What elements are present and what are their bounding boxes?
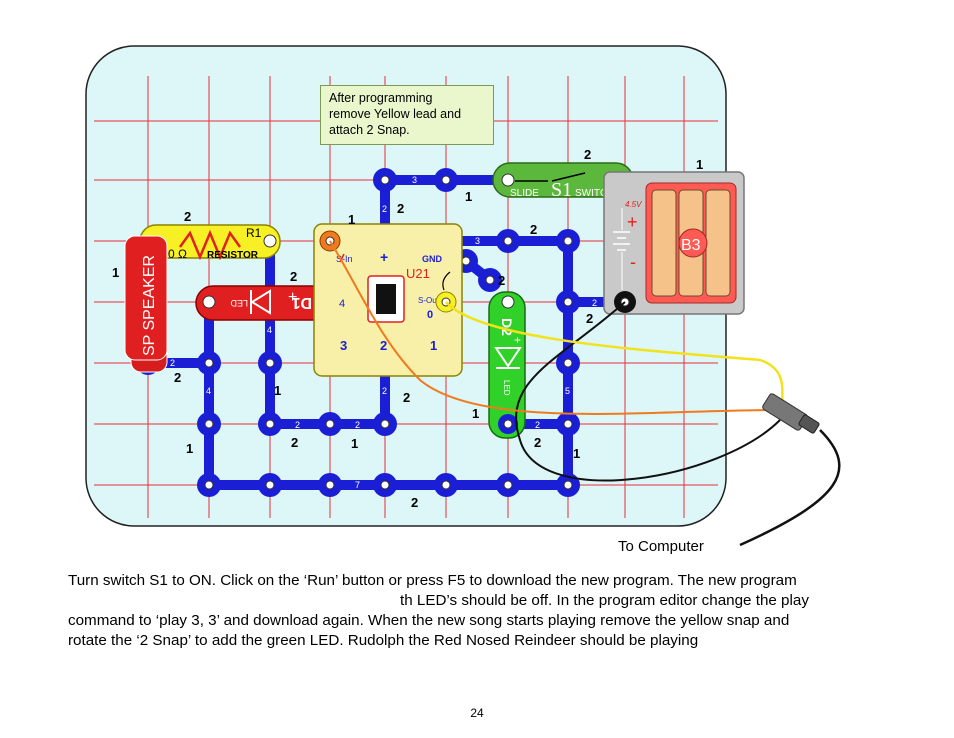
note-line-2: remove Yellow lead and: [329, 107, 462, 121]
ic-pin4-label: 4: [339, 298, 345, 310]
note-line-3: attach 2 Snap.: [329, 123, 410, 137]
svg-text:1: 1: [186, 441, 193, 456]
ic-pin1-label: 1: [430, 338, 437, 353]
svg-text:2: 2: [403, 390, 410, 405]
svg-text:2: 2: [586, 311, 593, 326]
led1-id-label: D1: [291, 294, 312, 311]
svg-text:1: 1: [351, 436, 358, 451]
battery-id-label: B3: [681, 237, 701, 254]
svg-text:2: 2: [355, 420, 360, 430]
ic-pin2-label: 2: [380, 338, 387, 353]
programming-note-box: After programming remove Yellow lead and…: [320, 85, 494, 145]
svg-text:2: 2: [170, 358, 175, 368]
svg-text:2: 2: [290, 269, 297, 284]
note-line-1: After programming: [329, 91, 433, 105]
resistor-text-label: RESISTOR: [207, 250, 259, 261]
led2-text-label: LED: [502, 380, 511, 396]
svg-text:2: 2: [530, 222, 537, 237]
svg-text:2: 2: [382, 386, 387, 396]
ic-s-out-label: S-Out: [418, 296, 440, 305]
svg-text:4: 4: [267, 325, 272, 335]
svg-text:5: 5: [565, 386, 570, 396]
switch-label-left: SLIDE: [510, 188, 539, 199]
svg-text:1: 1: [472, 406, 479, 421]
svg-text:7: 7: [355, 480, 360, 490]
black-lead-wire: [515, 301, 781, 482]
switch-id-label: S1: [551, 179, 572, 201]
speaker-sp: SP SPEAKER: [124, 235, 168, 373]
svg-text:2: 2: [174, 370, 181, 385]
svg-text:2: 2: [291, 435, 298, 450]
svg-text:2: 2: [295, 420, 300, 430]
led1-plus-sign: +: [288, 289, 297, 306]
led2-plus-sign: +: [514, 333, 521, 347]
battery-holder-b3: B3 4.5V + -: [603, 171, 745, 315]
svg-text:2: 2: [397, 201, 404, 216]
ic-gnd-label: GND: [422, 254, 443, 264]
led-d2: D2 LED +: [488, 291, 526, 439]
instructions-line-3: command to ‘play 3, 3’ and download agai…: [68, 612, 790, 629]
resistor-value-label: 0 Ω: [168, 247, 187, 261]
ic-module-u21: U21 S-In GND S-Out 0 3 2 1 4 +: [313, 223, 463, 377]
lead-wires: [329, 240, 841, 547]
computer-connector-plug: [762, 393, 820, 434]
svg-text:1: 1: [112, 265, 119, 280]
battery-voltage-label: 4.5V: [625, 200, 642, 209]
to-computer-cable: [739, 429, 841, 547]
svg-text:4: 4: [206, 386, 211, 396]
svg-text:2: 2: [498, 273, 505, 288]
led1-text-label: LED: [230, 298, 248, 308]
ic-plus-sign: +: [380, 249, 388, 265]
svg-text:2: 2: [184, 209, 191, 224]
ic-s-in-label: S-In: [336, 254, 353, 264]
battery-minus-sign: -: [630, 252, 636, 272]
resistor-id-label: R1: [246, 226, 262, 240]
to-computer-label: To Computer: [618, 538, 704, 555]
instructions-line-2: th LED’s should be off. In the program e…: [400, 592, 809, 609]
instructions-line-4: rotate the ‘2 Snap’ to add the green LED…: [68, 632, 699, 649]
battery-plus-sign: +: [627, 212, 638, 232]
instructions-line-1: Turn switch S1 to ON. Click on the ‘Run’…: [68, 572, 797, 589]
yellow-lead-wire: [445, 301, 785, 406]
svg-text:2: 2: [411, 495, 418, 510]
svg-text:3: 3: [475, 236, 480, 246]
svg-text:2: 2: [592, 298, 597, 308]
svg-text:1: 1: [573, 446, 580, 461]
ic-zero-label: 0: [427, 309, 433, 321]
ic-pin3-label: 3: [340, 338, 347, 353]
svg-text:1: 1: [274, 383, 281, 398]
svg-text:2: 2: [584, 147, 591, 162]
page-number: 24: [470, 706, 484, 720]
resistor-r1: R1 RESISTOR 0 Ω: [139, 224, 281, 261]
svg-text:1: 1: [696, 157, 703, 172]
svg-text:2: 2: [535, 420, 540, 430]
svg-text:1: 1: [465, 189, 472, 204]
switch-label-right: SWITCH: [575, 188, 614, 199]
ic-id-label: U21: [406, 266, 430, 281]
svg-text:2: 2: [382, 204, 387, 214]
svg-text:2: 2: [534, 435, 541, 450]
speaker-text-label: SP SPEAKER: [141, 255, 158, 356]
orange-lead-wire: [329, 240, 776, 415]
svg-text:3: 3: [412, 175, 417, 185]
instructions-paragraph: Turn switch S1 to ON. Click on the ‘Run’…: [68, 571, 908, 651]
svg-text:1: 1: [348, 212, 355, 227]
